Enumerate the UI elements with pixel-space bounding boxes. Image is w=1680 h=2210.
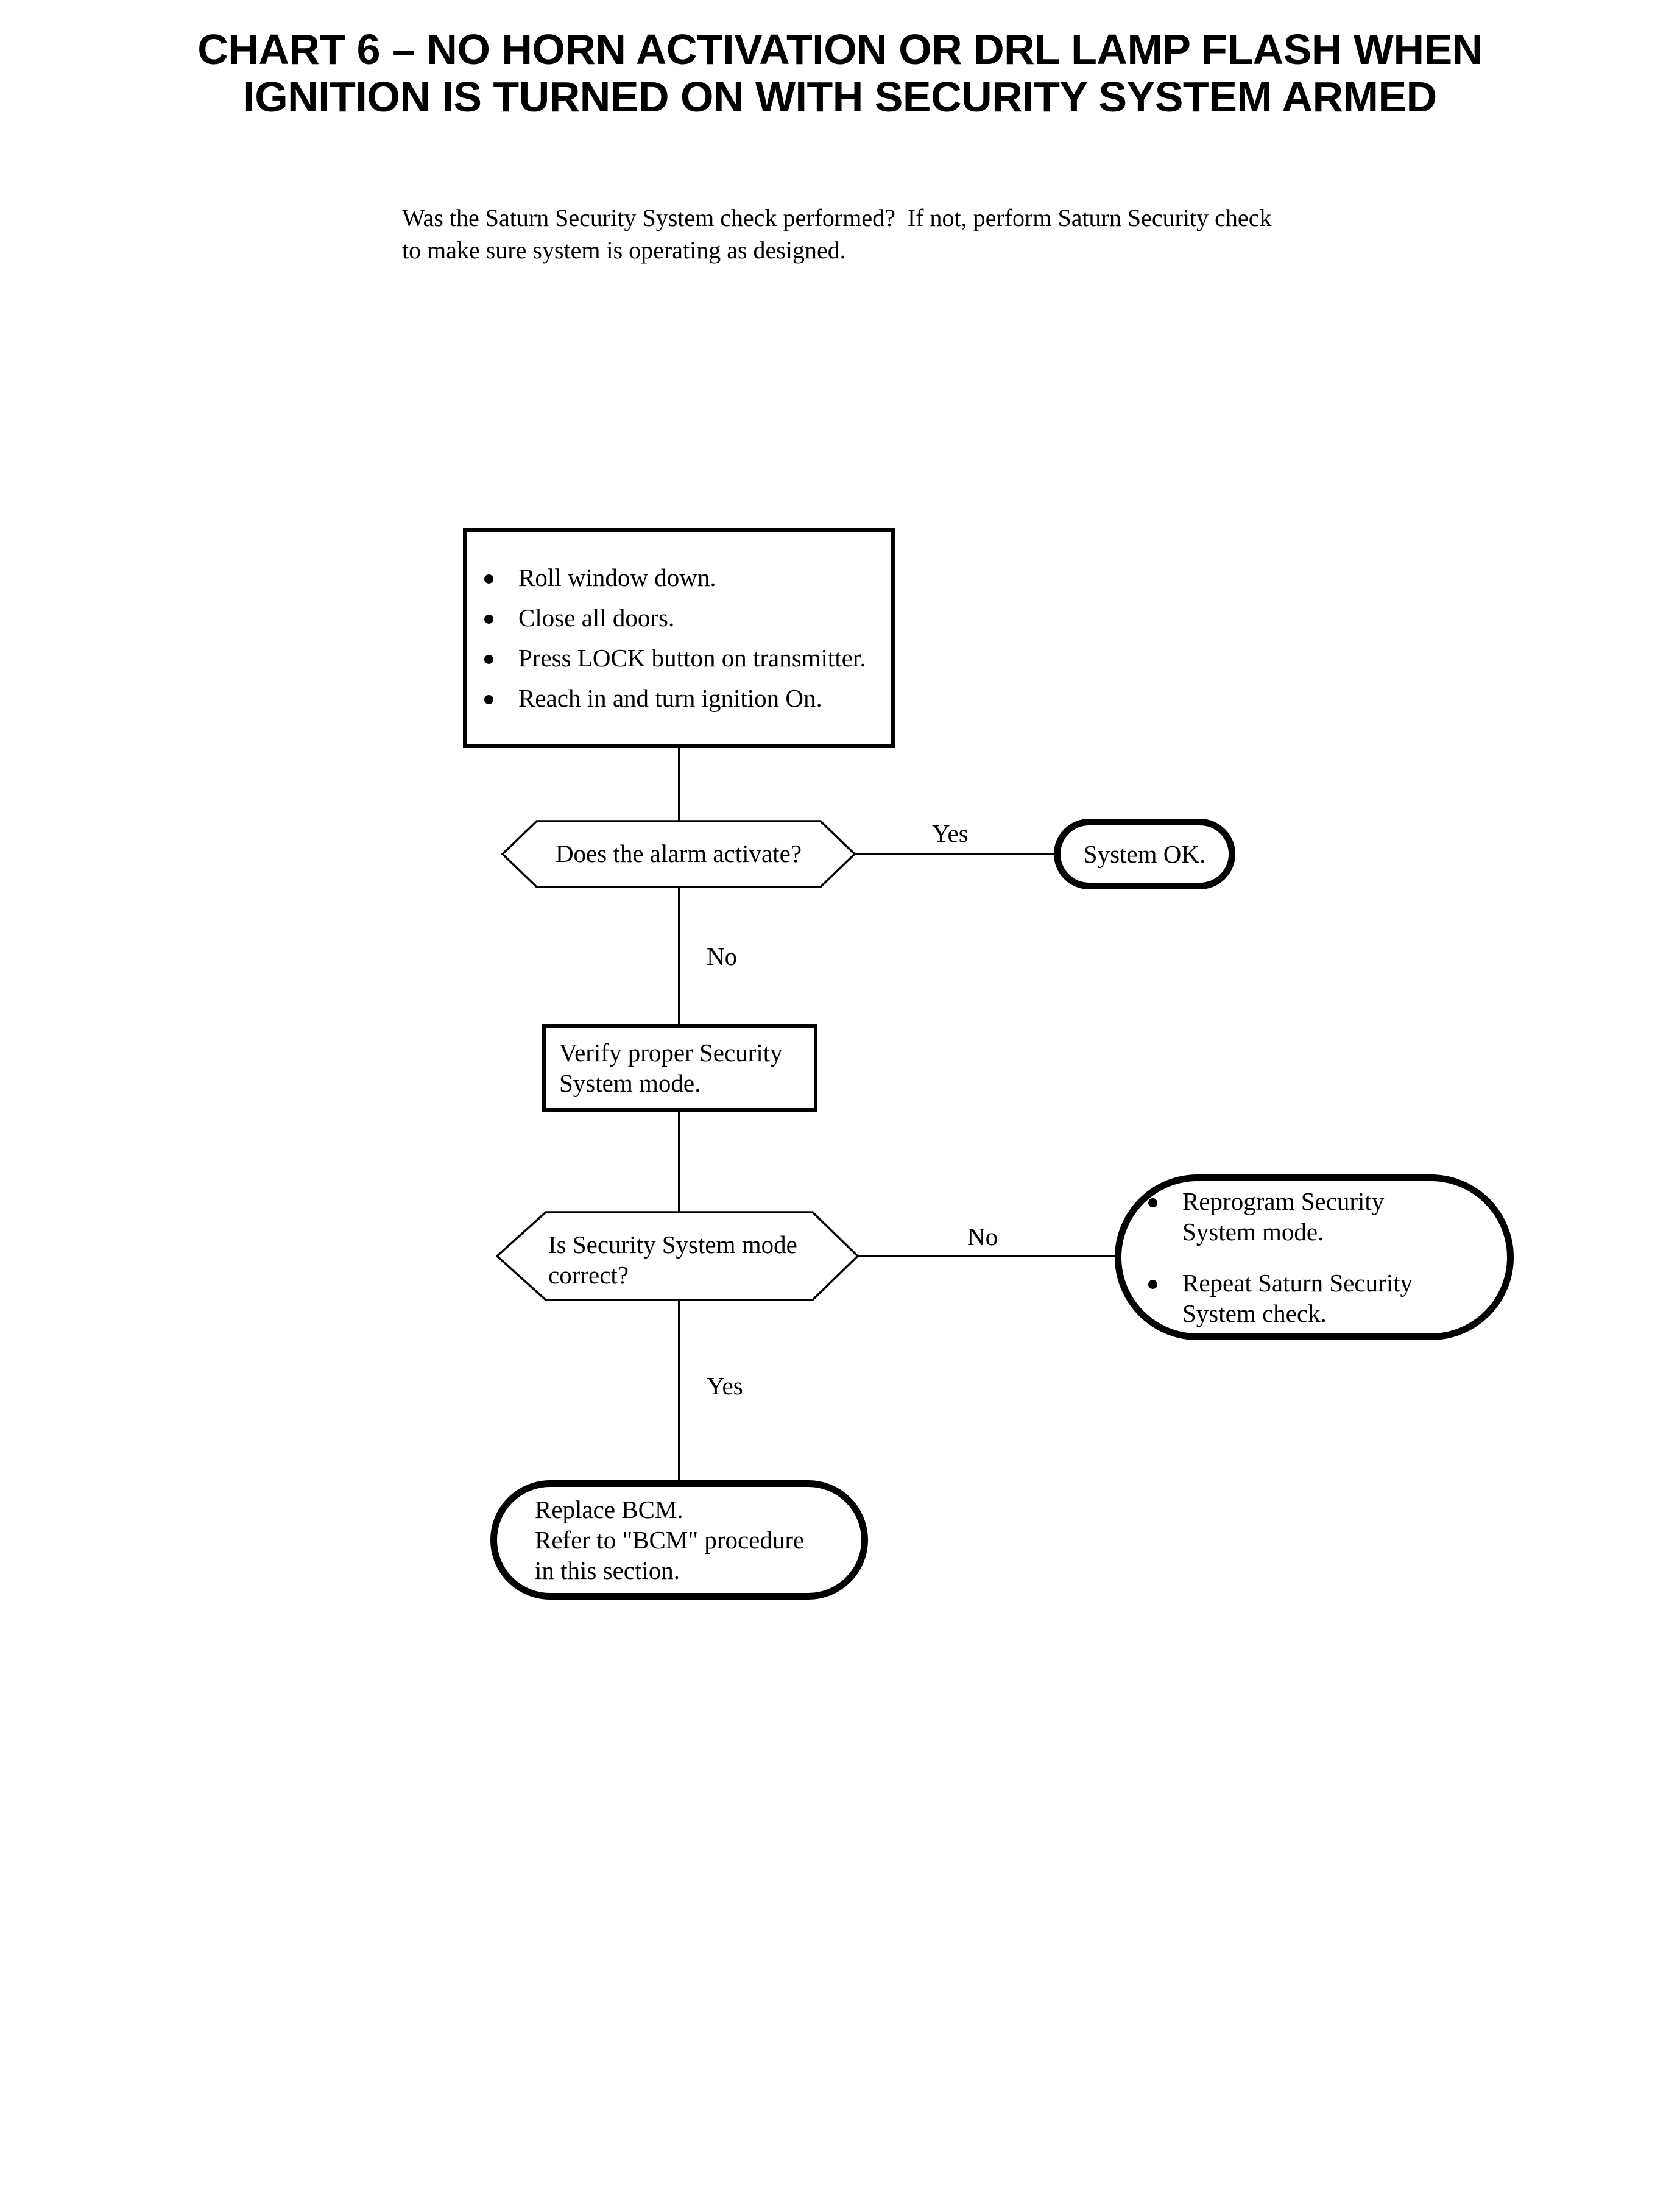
decision-label: Does the alarm activate? (501, 838, 856, 869)
terminal-system-ok-line-1: System OK. (1083, 839, 1206, 868)
verify-mode-line-1: Verify proper Security (559, 1038, 783, 1067)
page-title-line-2: IGNITION IS TURNED ON WITH SECURITY SYST… (243, 73, 1437, 121)
initial-steps-list: Roll window down. Close all doors. Press… (476, 552, 883, 723)
decision-label-line-1: Is Security System mode (548, 1230, 797, 1259)
terminal-system-ok: System OK. (1054, 819, 1235, 889)
list-item: Reach in and turn ignition On. (476, 683, 883, 713)
list-item: Repeat Saturn Security System check. (1140, 1268, 1489, 1329)
page-title: CHART 6 – NO HORN ACTIVATION OR DRL LAMP… (0, 26, 1680, 121)
branch-label-yes-alarm: Yes (932, 819, 969, 847)
branch-label-yes-mode: Yes (707, 1372, 743, 1400)
page-title-line-1: CHART 6 – NO HORN ACTIVATION OR DRL LAMP… (197, 26, 1483, 73)
process-box-verify-security-mode: Verify proper Security System mode. (542, 1024, 817, 1112)
terminal-replace-bcm: Replace BCM. Refer to "BCM" procedure in… (490, 1480, 868, 1600)
reprogram-bullet-2-line-1: Repeat Saturn Security (1182, 1269, 1413, 1297)
decision-label-line-2: correct? (548, 1261, 629, 1290)
verify-mode-text: Verify proper Security System mode. (559, 1037, 800, 1098)
intro-line-2: to make sure system is operating as desi… (402, 236, 846, 264)
decision-is-security-mode-correct: Is Security System mode correct? (496, 1211, 859, 1301)
connector-startbox-to-decision-alarm (678, 748, 680, 824)
hexagon-shape (501, 820, 856, 888)
connector-decision-alarm-to-system-ok (853, 853, 1055, 855)
replace-bcm-line-3: in this section. (535, 1556, 680, 1584)
list-item: Reprogram Security System mode. (1140, 1186, 1489, 1247)
reprogram-bullet-1-line-2: System mode. (1182, 1217, 1324, 1246)
connector-decision-alarm-to-verify (678, 884, 680, 1026)
branch-label-no-alarm: No (707, 942, 738, 970)
verify-mode-line-2: System mode. (559, 1069, 701, 1097)
replace-bcm-line-2: Refer to "BCM" procedure (535, 1525, 805, 1554)
intro-paragraph: Was the Saturn Security System check per… (402, 202, 1377, 267)
terminal-reprogram-security-mode: Reprogram Security System mode. Repeat S… (1115, 1174, 1514, 1340)
decision-does-alarm-activate: Does the alarm activate? (501, 820, 856, 888)
connector-decision-mode-to-reprogram (856, 1255, 1120, 1257)
process-box-initial-steps: Roll window down. Close all doors. Press… (463, 528, 895, 748)
terminal-system-ok-text: System OK. (1074, 839, 1215, 869)
list-item: Roll window down. (476, 562, 883, 593)
connector-verify-to-decision-mode (678, 1111, 680, 1213)
reprogram-bullet-2-line-2: System check. (1182, 1299, 1327, 1328)
reprogram-bullet-1-line-1: Reprogram Security (1182, 1187, 1385, 1215)
replace-bcm-line-1: Replace BCM. (535, 1495, 683, 1523)
list-item: Press LOCK button on transmitter. (476, 643, 883, 673)
hexagon-shape (496, 1211, 859, 1301)
list-item: Close all doors. (476, 602, 883, 633)
branch-label-no-mode: No (967, 1223, 998, 1251)
decision-label-line-1: Does the alarm activate? (555, 839, 802, 867)
replace-bcm-text: Replace BCM. Refer to "BCM" procedure in… (535, 1494, 824, 1586)
intro-line-1: Was the Saturn Security System check per… (402, 204, 1272, 231)
decision-label: Is Security System mode correct? (548, 1229, 835, 1290)
reprogram-steps-list: Reprogram Security System mode. Repeat S… (1140, 1186, 1489, 1329)
connector-decision-mode-to-replace-bcm (678, 1299, 680, 1482)
